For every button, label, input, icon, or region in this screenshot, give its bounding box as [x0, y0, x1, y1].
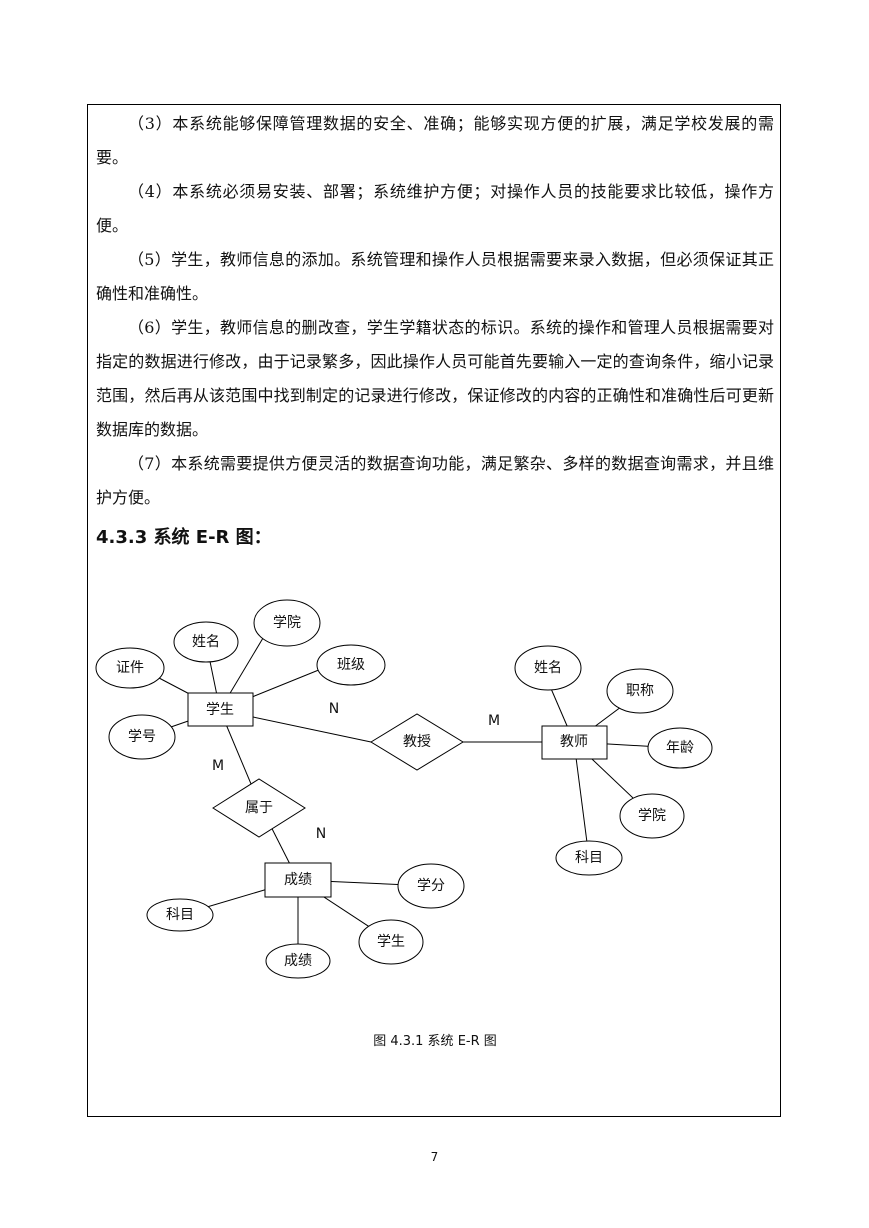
- attr-student-class-shape: [316, 644, 386, 686]
- cardinality-grade-belongs: N: [316, 826, 326, 842]
- entity-student-shape: [187, 692, 254, 727]
- attr-student-number-label: 学号: [128, 729, 156, 745]
- paragraph-4: （4）本系统必须易安装、部署；系统维护方便；对操作人员的技能要求比较低，操作方便…: [96, 182, 774, 235]
- entity-grade-label: 成绩: [284, 872, 312, 888]
- entity-teacher-shape: [541, 725, 608, 760]
- section-heading: 4.3.3 系统 E-R 图：: [96, 527, 272, 548]
- paragraph-3: （3）本系统能够保障管理数据的安全、准确；能够实现方便的扩展，满足学校发展的需要…: [96, 114, 774, 167]
- entity-grade-shape: [264, 862, 332, 898]
- attr-grade-score-label: 成绩: [284, 953, 312, 969]
- figure-caption: 图 4.3.1 系统 E-R 图: [373, 1034, 497, 1049]
- content-frame: （3）本系统能够保障管理数据的安全、准确；能够实现方便的扩展，满足学校发展的需要…: [87, 104, 781, 1117]
- attr-student-idcard-label: 证件: [116, 660, 144, 676]
- attr-grade-subject-shape: [146, 898, 214, 932]
- relationship-belongs-label: 属于: [245, 800, 273, 816]
- relationship-teaches-shape: [370, 713, 464, 771]
- attr-teacher-age-shape: [647, 727, 713, 769]
- attr-student-idcard-shape: [95, 647, 165, 689]
- cardinality-teacher-teaches: M: [488, 713, 500, 729]
- attr-teacher-title-shape: [606, 668, 674, 714]
- attr-student-college-shape: [253, 599, 321, 647]
- attr-teacher-college-shape: [619, 793, 685, 839]
- relationship-belongs-shape: [212, 778, 306, 838]
- attr-teacher-title-label: 职称: [626, 683, 654, 699]
- attr-grade-student-label: 学生: [377, 934, 405, 950]
- attr-grade-credit-shape: [397, 863, 465, 909]
- attr-grade-subject-label: 科目: [166, 907, 194, 923]
- relationship-teaches-label: 教授: [403, 734, 431, 750]
- attr-student-college-label: 学院: [273, 615, 301, 631]
- attr-student-number-shape: [108, 714, 176, 760]
- cardinality-student-teaches: N: [329, 701, 339, 717]
- attr-teacher-age-label: 年龄: [666, 740, 694, 756]
- page-number: 7: [430, 1150, 439, 1164]
- attr-student-class-label: 班级: [337, 657, 365, 673]
- attr-grade-student-shape: [358, 919, 424, 965]
- cardinality-student-belongs: M: [212, 758, 224, 774]
- attr-student-name-label: 姓名: [192, 634, 220, 650]
- attr-teacher-college-label: 学院: [638, 808, 666, 824]
- attr-student-name-shape: [173, 621, 239, 663]
- attr-teacher-subject-shape: [555, 840, 623, 876]
- attr-grade-credit-label: 学分: [417, 878, 445, 894]
- paragraph-6: （6）学生，教师信息的删改查，学生学籍状态的标识。系统的操作和管理人员根据需要对…: [96, 318, 774, 439]
- paragraph-5: （5）学生，教师信息的添加。系统管理和操作人员根据需要来录入数据，但必须保证其正…: [96, 250, 774, 303]
- er-diagram: 学院 姓名 证件 学号 班级 姓名 职称 年龄 学院 科目 学分 学生 成绩 科…: [95, 599, 713, 979]
- attr-teacher-name-shape: [514, 645, 582, 691]
- entity-student-label: 学生: [206, 702, 234, 718]
- entity-teacher-label: 教师: [560, 734, 588, 750]
- paragraph-7: （7）本系统需要提供方便灵活的数据查询功能，满足繁杂、多样的数据查询需求，并且维…: [96, 454, 774, 507]
- attr-grade-score-shape: [265, 943, 331, 979]
- attr-teacher-subject-label: 科目: [575, 850, 603, 866]
- attr-teacher-name-label: 姓名: [534, 660, 562, 676]
- edge-teacher-subject: [573, 741, 590, 859]
